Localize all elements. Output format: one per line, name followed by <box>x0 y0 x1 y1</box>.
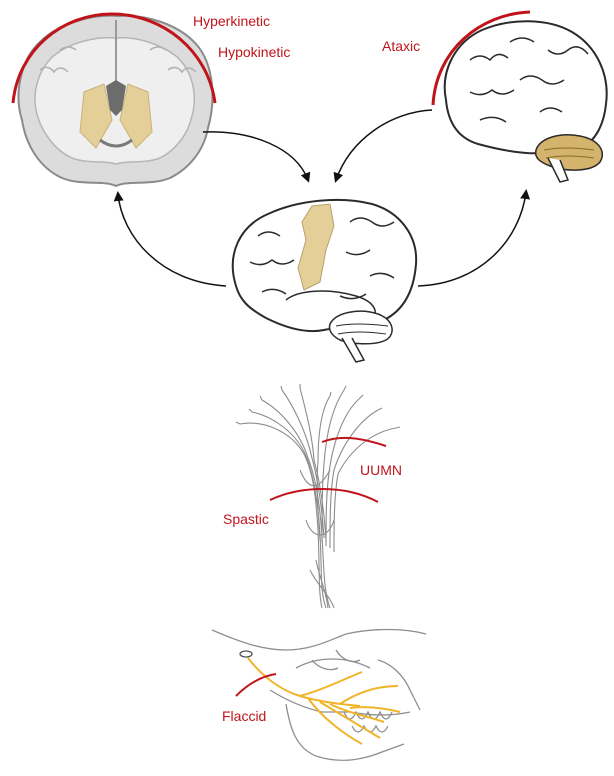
ataxic-label: Ataxic <box>382 38 420 54</box>
arrow-coronal-to-center <box>203 132 308 180</box>
facial-nerve-branches <box>248 658 400 744</box>
spastic-label: Spastic <box>223 511 269 527</box>
uumn-label: UUMN <box>360 462 402 478</box>
flaccid-arc <box>236 674 276 696</box>
skull-facial-nerve-icon <box>212 630 426 761</box>
arrow-center-to-cerebellum <box>418 192 526 286</box>
lateral-brain-cerebellum-icon <box>445 21 607 182</box>
arrow-center-to-coronal <box>118 194 226 286</box>
corticobulbar-tract-icon <box>236 384 400 608</box>
spastic-arc <box>270 489 378 502</box>
arrow-cerebellum-to-center <box>336 110 432 180</box>
hyperkinetic-label: Hyperkinetic <box>193 13 270 29</box>
hypokinetic-label: Hypokinetic <box>218 44 290 60</box>
lateral-brain-motor-cortex-icon <box>233 200 416 362</box>
uumn-arc <box>322 438 386 446</box>
flaccid-label: Flaccid <box>222 708 266 724</box>
